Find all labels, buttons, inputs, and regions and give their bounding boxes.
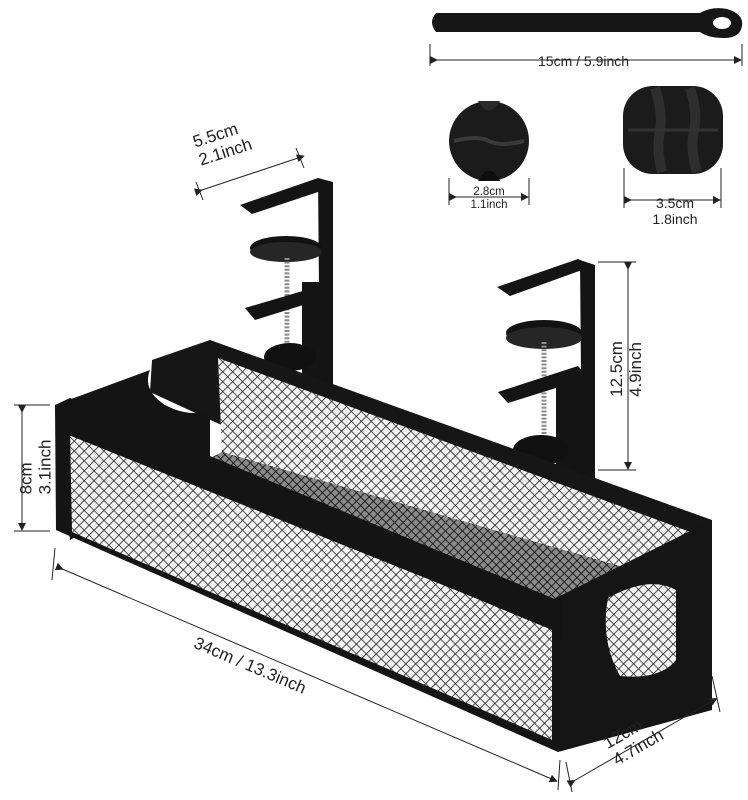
tray-height-label: 8cm 3.1inch [16,440,54,495]
small-clip-cm: 2.8cm [473,186,505,198]
large-clip-cm: 3.5cm [655,195,695,211]
small-clip-inch: 1.1inch [470,199,508,211]
large-clip-inch: 1.8inch [652,211,698,227]
small-cable-clip [449,101,529,181]
large-clip-dimension-line [623,168,722,208]
large-cable-clip [623,86,723,174]
clamp-height-inch: 4.9inch [625,342,645,397]
small-clip-dimension-label: 2.8cm 1.1inch [462,186,516,212]
tray-height-inch: 3.1inch [35,439,55,495]
small-clip-dimension-line [448,178,530,205]
strap-dimension-line [429,44,743,66]
clamp-height-cm: 12.5cm [606,341,626,397]
clamp-height-label: 12.5cm 4.9inch [607,341,645,397]
dimension-lines [14,147,721,793]
mesh-tray [55,340,712,752]
tray-height-cm: 8cm [16,462,36,495]
strap-dimension-label: 15cm / 5.9inch [538,53,630,69]
velcro-strap [432,8,743,38]
large-clip-dimension-label: 3.5cm 1.8inch [640,195,710,227]
